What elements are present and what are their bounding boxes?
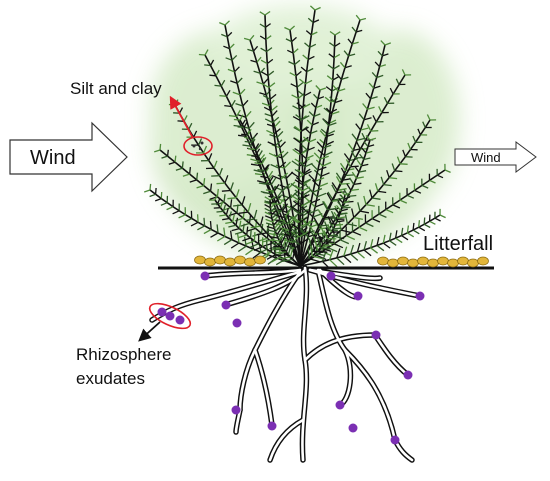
rhizosphere-label-line1: Rhizosphere bbox=[76, 345, 171, 364]
litterfall-label: Litterfall bbox=[423, 233, 493, 255]
wind-right-label: Wind bbox=[471, 150, 501, 165]
root-system bbox=[152, 268, 420, 460]
rhizosphere-pointer-arrow bbox=[140, 322, 160, 340]
silt-clay-label: Silt and clay bbox=[70, 79, 162, 98]
wind-left-label: Wind bbox=[30, 147, 76, 169]
rhizosphere-exudate-dots bbox=[158, 272, 425, 445]
rhizosphere-label-line2: exudates bbox=[76, 369, 145, 388]
